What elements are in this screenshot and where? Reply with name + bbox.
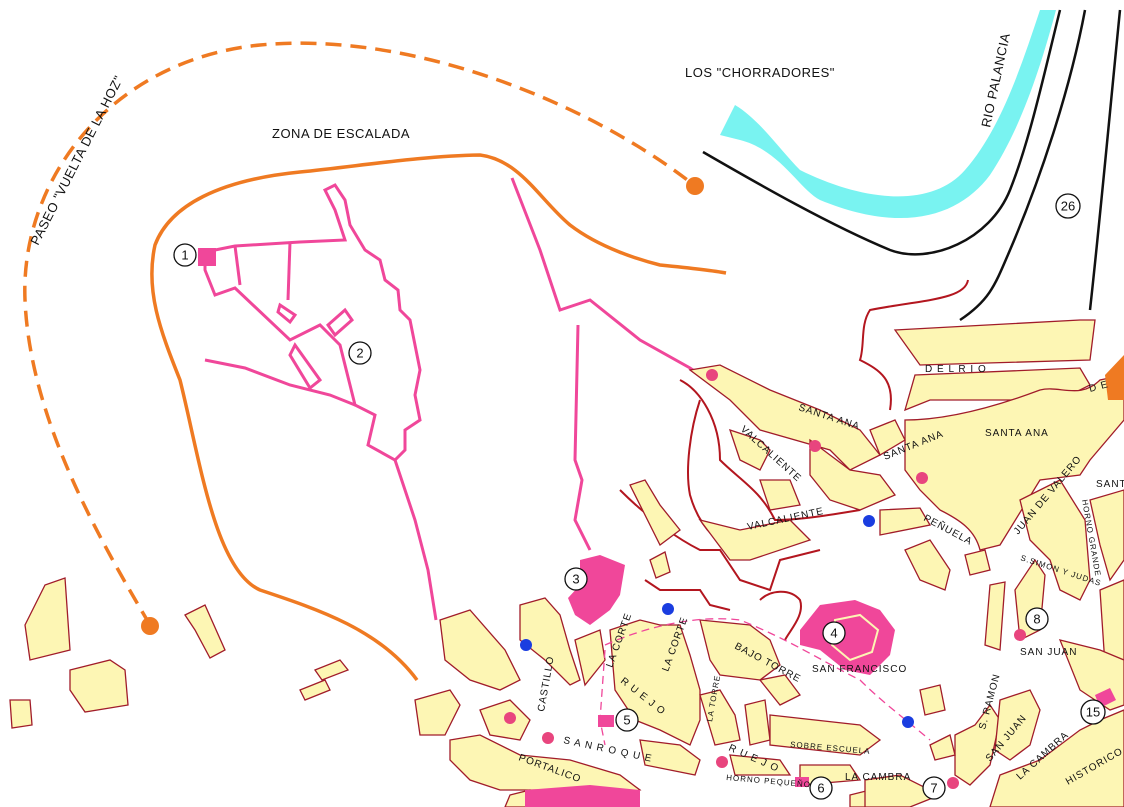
marker-15[interactable]: 15 (1080, 699, 1106, 725)
svg-text:2: 2 (356, 346, 363, 361)
marker-26[interactable]: 26 (1055, 193, 1081, 219)
svg-text:3: 3 (572, 572, 579, 587)
info-point-blue[interactable] (902, 716, 914, 728)
monument-6[interactable] (795, 777, 809, 787)
poi-dot[interactable] (706, 369, 718, 381)
svg-text:6: 6 (817, 781, 824, 796)
marker-8[interactable]: 8 (1025, 607, 1049, 631)
info-point-blue[interactable] (863, 515, 875, 527)
monument-south[interactable] (525, 785, 640, 807)
svg-text:26: 26 (1061, 199, 1075, 214)
street-san-francisco: SAN FRANCISCO (812, 664, 907, 675)
poi-dot[interactable] (542, 732, 554, 744)
castle-outline (203, 177, 701, 621)
label-paseo: PASEO "VUELTA DE LA HOZ" (27, 73, 126, 247)
edge-orange-block (1105, 355, 1124, 400)
svg-text:8: 8 (1033, 612, 1040, 627)
info-points (520, 515, 914, 728)
main-road (702, 9, 1122, 322)
label-chorradores: LOS "CHORRADORES" (685, 65, 835, 80)
town-walls (619, 279, 969, 641)
monument-1[interactable] (198, 248, 216, 266)
trail-end-dot[interactable] (686, 177, 704, 195)
marker-6[interactable]: 6 (809, 776, 833, 800)
marker-4[interactable]: 4 (822, 621, 846, 645)
church-inner (830, 613, 880, 662)
label-zona-escalada: ZONA DE ESCALADA (272, 126, 410, 141)
street-castillo: CASTILLO (536, 655, 557, 712)
poi-dot[interactable] (916, 472, 928, 484)
marker-1[interactable]: 1 (173, 243, 197, 267)
svg-text:4: 4 (830, 626, 837, 641)
marker-7[interactable]: 7 (922, 776, 946, 800)
climbing-zone-trail (23, 41, 727, 682)
trail-start-dot[interactable] (141, 617, 159, 635)
poi-points (504, 369, 1026, 789)
poi-dot[interactable] (1014, 629, 1026, 641)
numbered-markers: 1 2 3 4 5 6 7 8 15 26 (173, 193, 1106, 800)
street-santa-ana-3: SANTA ANA (985, 428, 1049, 439)
street-san-juan-1: SAN JUAN (1020, 647, 1077, 658)
info-point-blue[interactable] (662, 603, 674, 615)
marker-2[interactable]: 2 (348, 341, 372, 365)
street-la-cambra-1: LA CAMBRA (845, 772, 911, 783)
street-del-rio: D E L R I O (925, 364, 987, 375)
svg-text:15: 15 (1086, 705, 1100, 720)
poi-dot[interactable] (947, 777, 959, 789)
building-blocks (9, 319, 1124, 807)
svg-text:7: 7 (930, 781, 937, 796)
tourist-route-dashed (599, 618, 931, 746)
marker-5[interactable]: 5 (615, 708, 639, 732)
info-point-blue[interactable] (520, 639, 532, 651)
poi-dot[interactable] (716, 756, 728, 768)
river-palancia (720, 10, 1056, 219)
street-del-edge: D E (1088, 379, 1110, 395)
poi-dot[interactable] (809, 440, 821, 452)
monument-5[interactable] (598, 715, 614, 727)
marker-3[interactable]: 3 (564, 567, 588, 591)
poi-dot[interactable] (504, 712, 516, 724)
svg-text:5: 5 (623, 713, 630, 728)
svg-text:1: 1 (181, 248, 188, 263)
monument-4-church[interactable] (800, 600, 895, 675)
street-santa-edge: SANTA (1096, 479, 1124, 490)
